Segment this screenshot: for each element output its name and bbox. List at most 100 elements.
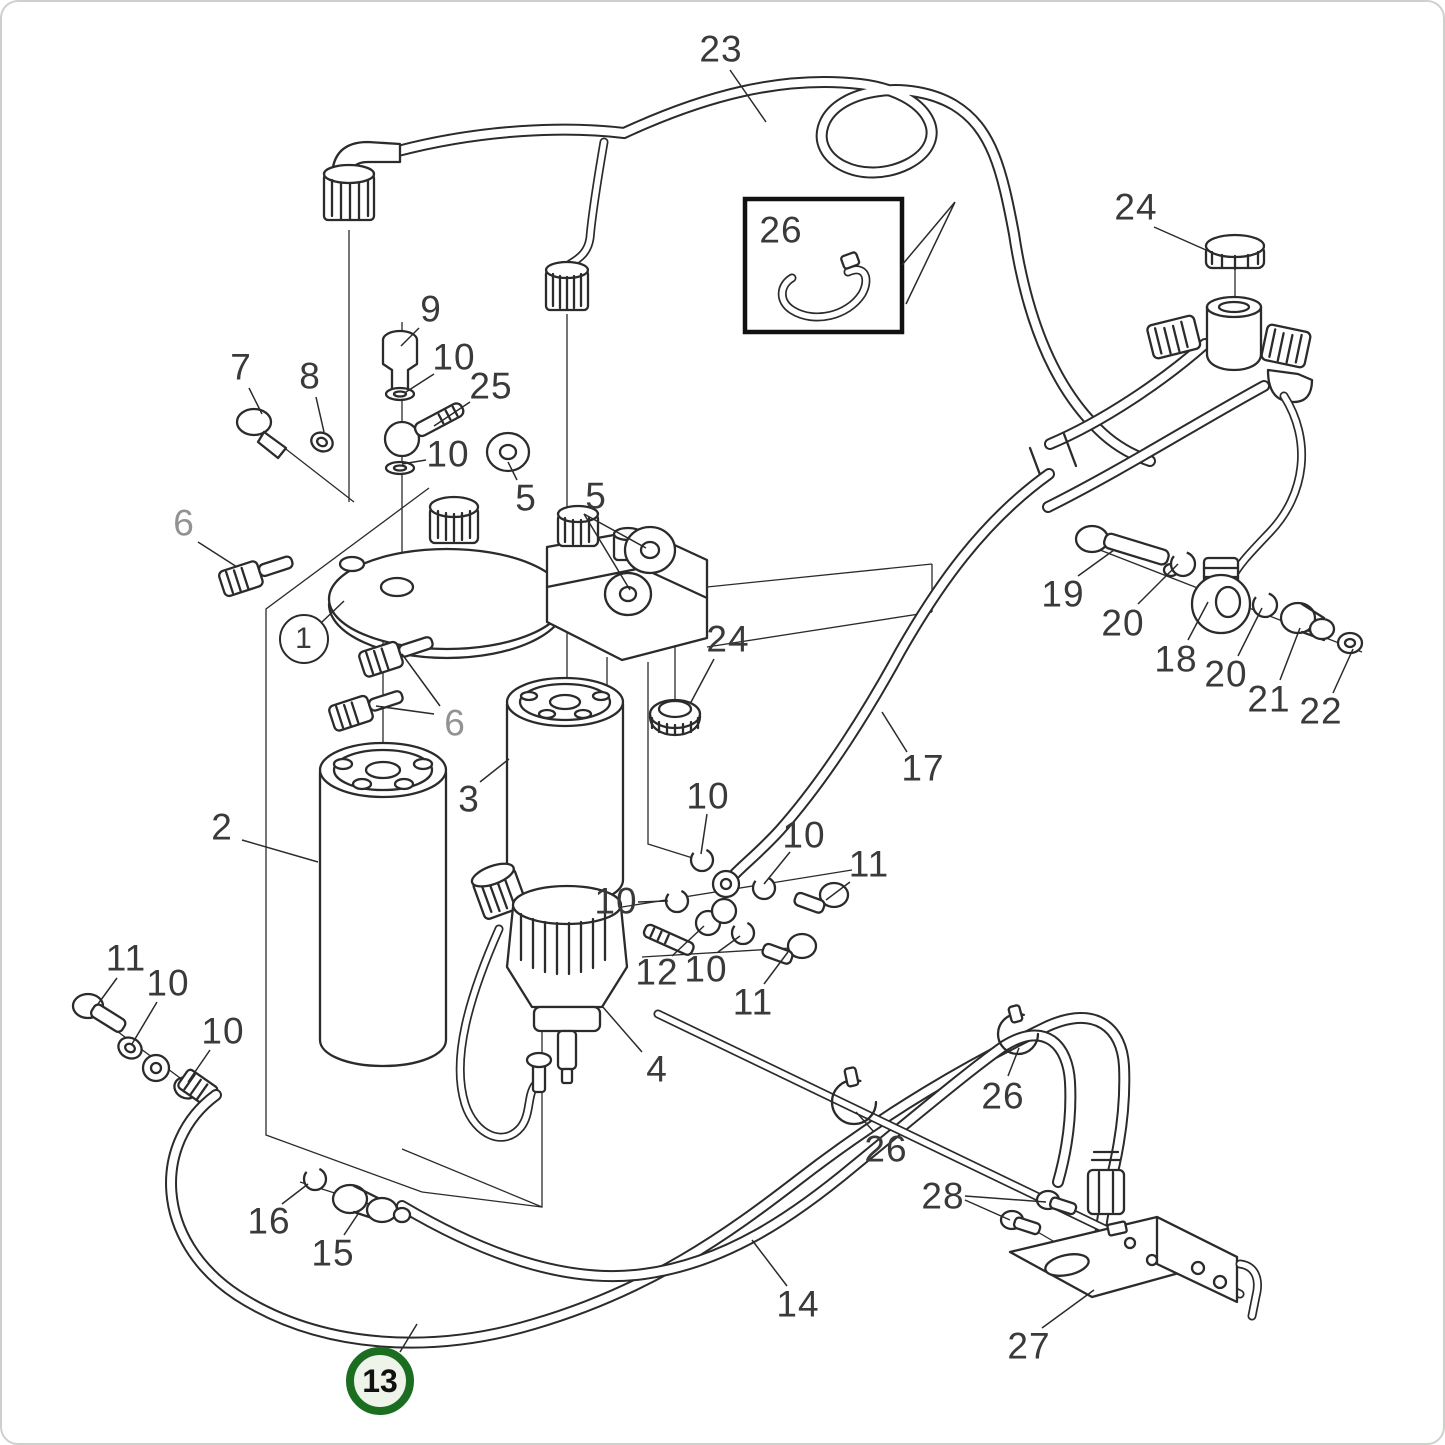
callout-22: 22 [1299,690,1343,732]
callout-13-highlight-leader [399,1323,418,1353]
callout-11-left: 11 [105,937,147,979]
callout-5-left-leader [507,461,518,481]
callout-10-d: 10 [684,948,728,990]
head-small-parts [235,329,465,476]
callout-18: 18 [1154,638,1198,680]
callout-28-leader [964,1195,1047,1203]
callout-12-leader [671,925,705,957]
callout-24-top-leader [1153,226,1207,251]
callout-10-washer-top-leader [405,373,435,393]
callout-1: 1 [279,614,329,664]
callout-7: 7 [230,346,252,388]
callout-5-left: 5 [515,477,537,519]
callout-5-right-leader [583,513,631,591]
callout-18-leader [1187,601,1209,641]
callout-6-left: 6 [173,502,195,544]
callout-25-leader [433,401,471,427]
callout-3-leader [479,758,510,783]
callout-26-clamp-a-leader [1007,1047,1020,1077]
elbow-fitting-top-left [322,140,402,222]
callout-6-mid: 6 [444,702,466,744]
callout-27: 27 [1007,1325,1051,1367]
banjo-bolt-cluster [1074,524,1364,655]
callout-26-clamp-b-leader [855,1111,875,1133]
callout-2-leader [241,839,319,863]
callout-24-ring-leader [689,658,715,705]
callout-24-top: 24 [1114,186,1158,228]
callout-10-b: 10 [782,814,826,856]
callout-23-leader [729,69,767,123]
hose-clamp-26-a [996,1004,1040,1056]
callout-16: 16 [247,1200,291,1242]
callout-6-mid-leader [401,653,441,707]
elbow-fitting-centre [544,137,609,312]
callout-26-clamp-b: 26 [864,1128,908,1170]
fuel-filter-3 [505,676,625,907]
callout-10-c-leader [637,900,669,903]
callout-20-b-leader [1237,607,1263,657]
callout-6-left-leader [197,541,238,568]
callout-13-highlight: 13 [346,1347,414,1415]
callout-8-leader [315,396,325,433]
inline-fitting-15-16 [302,1166,412,1224]
hose-clamp-26-b [830,1066,878,1126]
hose-end-tee-and-cap-24 [1146,233,1314,404]
callout-21-leader [1279,627,1301,681]
callout-9: 9 [420,288,442,330]
callout-10-c: 10 [594,880,638,922]
bolts-28 [999,1189,1078,1236]
callout-20-a: 20 [1101,602,1145,644]
callout-27-leader [1041,1289,1095,1329]
callout-25: 25 [469,365,513,407]
callout-6-mid-leader [375,705,435,715]
callout-15: 15 [311,1232,355,1274]
callout-2: 2 [211,806,233,848]
ribbed-knob-a [428,495,480,545]
nipple-fittings-6 [218,555,434,732]
mounting-bracket-27 [999,1189,1262,1321]
callout-22-leader [1332,648,1354,694]
callout-10-washer-top: 10 [432,336,476,378]
callout-26-clamp-a: 26 [981,1075,1025,1117]
callout-5-right: 5 [585,475,607,517]
callout-19: 19 [1041,573,1085,615]
callout-10-d-leader [717,935,741,953]
callout-11-left-leader [97,977,118,1005]
callout-4: 4 [646,1048,668,1090]
callout-11-a: 11 [848,843,890,885]
callout-10-a: 10 [686,775,730,817]
callout-5-right-leader [583,513,647,549]
callout-14: 14 [776,1283,820,1325]
callout-11-a-leader [825,881,851,901]
callout-10-left-a: 10 [146,962,190,1004]
callout-10-b-leader [763,851,791,885]
callout-11-b: 11 [732,981,774,1023]
callout-17: 17 [901,747,945,789]
callout-12: 12 [635,951,679,993]
knurled-ring-24 [648,698,702,737]
callout-3: 3 [458,778,480,820]
callout-9-leader [400,327,420,347]
callout-10-washer-mid: 10 [426,433,470,475]
fuel-filter-2 [318,741,448,1068]
callout-14-leader [751,1239,788,1287]
callout-15-leader [343,1213,359,1236]
callout-16-leader [281,1183,309,1205]
callout-28-leader [964,1199,1011,1221]
callout-10-left-b: 10 [201,1010,245,1052]
callout-21: 21 [1247,678,1291,720]
callout-11-b-leader [763,951,789,985]
inset-detail-box [742,196,956,335]
callout-23: 23 [699,28,743,70]
callout-20-a-leader [1137,563,1179,605]
hex-union-nut [1086,1150,1126,1216]
washer-bolt-cluster [642,847,850,965]
callout-28: 28 [921,1175,965,1217]
callout-20-b: 20 [1204,653,1248,695]
callout-10-washer-mid-leader [401,459,427,465]
callout-1-leader [321,600,345,623]
separator-bowl-4 [455,862,629,1142]
callout-10-a-leader [700,813,708,855]
